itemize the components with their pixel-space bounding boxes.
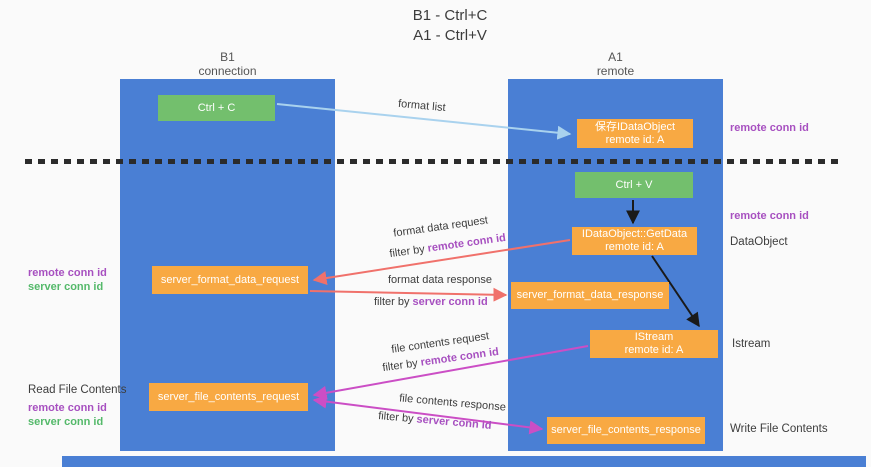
right-column-header: A1 remote	[508, 50, 723, 78]
filter-by-text: filter by	[377, 410, 415, 426]
filter-by-text: filter by	[381, 357, 419, 375]
format-data-response-arrow	[309, 287, 508, 302]
server-format-data-request-label: server_format_data_request	[160, 273, 300, 286]
idataobject-getdata-box: IDataObject::GetData remote id: A	[572, 227, 697, 255]
filter-key-server-conn-id: server conn id	[412, 296, 488, 308]
save-idataobject-line1: 保存IDataObject	[594, 120, 676, 133]
left-label-remote-conn-id-1: remote conn id	[28, 267, 107, 279]
ctrl-v-label: Ctrl + V	[615, 178, 653, 191]
save-idataobject-box: 保存IDataObject remote id: A	[577, 119, 693, 148]
istream-line1: IStream	[634, 331, 674, 343]
left-column-header: B1 connection	[120, 50, 335, 78]
title-line-1: B1 - Ctrl+C	[412, 7, 488, 24]
filter-key-remote-conn-id: remote conn id	[426, 231, 507, 255]
left-column-role: connection	[198, 64, 257, 78]
left-label-read-file-contents: Read File Contents	[28, 384, 127, 396]
server-format-data-response-label: server_format_data_response	[516, 289, 664, 301]
ctrl-c-label: Ctrl + C	[197, 101, 236, 114]
server-file-contents-response-box: server_file_contents_response	[547, 417, 705, 444]
right-label-remote-conn-id-top: remote conn id	[730, 122, 809, 134]
left-label-remote-conn-id-2: remote conn id	[28, 402, 107, 414]
title-line-2: A1 - Ctrl+V	[413, 27, 487, 44]
right-label-dataobject: DataObject	[730, 236, 788, 248]
filter-by-text: filter by	[374, 296, 410, 308]
diagram-title: B1 - Ctrl+C A1 - Ctrl+V	[360, 6, 540, 46]
istream-box: IStream remote id: A	[590, 330, 718, 358]
save-idataobject-line2: remote id: A	[605, 133, 665, 146]
server-format-data-request-box: server_format_data_request	[152, 266, 308, 294]
phase-separator-dashed-line	[25, 159, 838, 164]
file-contents-response-label: file contents response	[398, 392, 507, 414]
getdata-line1: IDataObject::GetData	[581, 228, 688, 240]
filter-key-server-conn-id: server conn id	[416, 413, 492, 432]
server-file-contents-response-label: server_file_contents_response	[551, 424, 701, 436]
server-file-contents-request-box: server_file_contents_request	[149, 383, 308, 411]
server-format-data-response-box: server_format_data_response	[511, 282, 669, 309]
left-column-name: B1	[220, 50, 235, 64]
filter-by-text: filter by	[388, 243, 426, 261]
format-list-arrow-label: format list	[397, 97, 447, 115]
left-label-server-conn-id-1: server conn id	[28, 281, 104, 293]
istream-line2: remote id: A	[624, 344, 684, 356]
right-label-istream: Istream	[732, 338, 771, 350]
right-column-role: remote	[596, 64, 635, 78]
right-label-write-file-contents: Write File Contents	[730, 423, 828, 435]
server-file-contents-request-label: server_file_contents_request	[157, 390, 300, 403]
right-label-remote-conn-id-mid: remote conn id	[730, 210, 809, 222]
format-data-response-label: format data response	[388, 274, 492, 286]
left-label-server-conn-id-2: server conn id	[28, 416, 104, 428]
right-column-name: A1	[608, 50, 623, 64]
ctrl-c-box: Ctrl + C	[158, 95, 275, 121]
bottom-bar	[62, 456, 866, 467]
ctrl-v-box: Ctrl + V	[575, 172, 693, 198]
getdata-line2: remote id: A	[605, 241, 664, 253]
